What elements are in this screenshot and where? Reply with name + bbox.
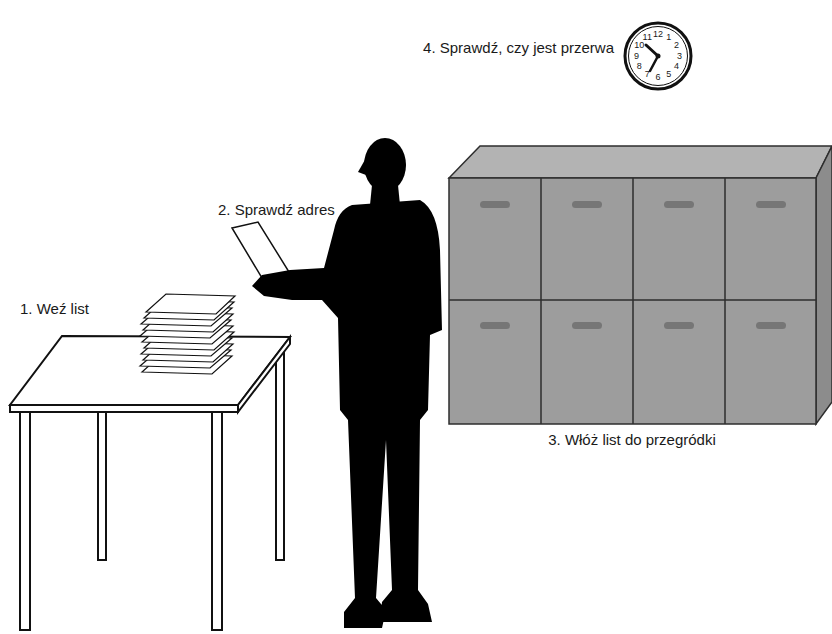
clock-number: 3 <box>677 51 682 62</box>
clock-ring <box>629 27 688 86</box>
drawer-handles <box>480 201 786 329</box>
handle <box>756 201 786 208</box>
step-label: 2. Sprawdź adres <box>218 201 335 219</box>
step-label: 4. Sprawdź, czy jest przerwa <box>423 39 614 57</box>
handle <box>664 201 694 208</box>
cabinet-top <box>449 146 832 178</box>
table <box>10 336 290 630</box>
handle <box>480 201 510 208</box>
handle <box>756 322 786 329</box>
clock-number: 11 <box>643 32 652 43</box>
minute-hand <box>650 56 658 71</box>
handle <box>572 201 602 208</box>
clock-number: 2 <box>674 40 679 51</box>
clock-face <box>625 23 691 89</box>
table-edge <box>238 337 290 412</box>
handle <box>572 322 602 329</box>
clock-number: 9 <box>634 51 639 62</box>
clock-number: 8 <box>637 61 642 72</box>
mail-cabinet <box>449 146 832 424</box>
step-label: 1. Weź list <box>20 300 89 318</box>
table-leg <box>20 412 30 630</box>
clock <box>625 23 691 89</box>
handle <box>480 322 510 329</box>
clock-number: 4 <box>674 61 679 72</box>
clock-number: 1 <box>666 32 671 43</box>
table-edge <box>10 405 238 412</box>
cabinet-front <box>449 178 816 424</box>
clock-number: 7 <box>645 69 650 80</box>
nose <box>358 158 366 175</box>
table-leg <box>98 410 106 560</box>
letter-stack <box>140 294 235 374</box>
cabinet-divider <box>724 178 726 424</box>
clock-number: 6 <box>655 72 660 83</box>
head <box>364 138 406 192</box>
body <box>252 200 442 628</box>
clock-number: 5 <box>666 69 671 80</box>
letter <box>146 294 235 314</box>
cabinet-side <box>816 146 832 424</box>
step-label: 3. Włóż list do przegródki <box>548 431 716 449</box>
clock-number: 12 <box>653 29 663 40</box>
table-leg <box>276 345 284 560</box>
cabinet-divider <box>632 178 634 424</box>
cabinet-divider <box>540 178 542 424</box>
clock-pivot <box>656 54 661 59</box>
handle <box>664 322 694 329</box>
table-leg <box>212 412 222 630</box>
